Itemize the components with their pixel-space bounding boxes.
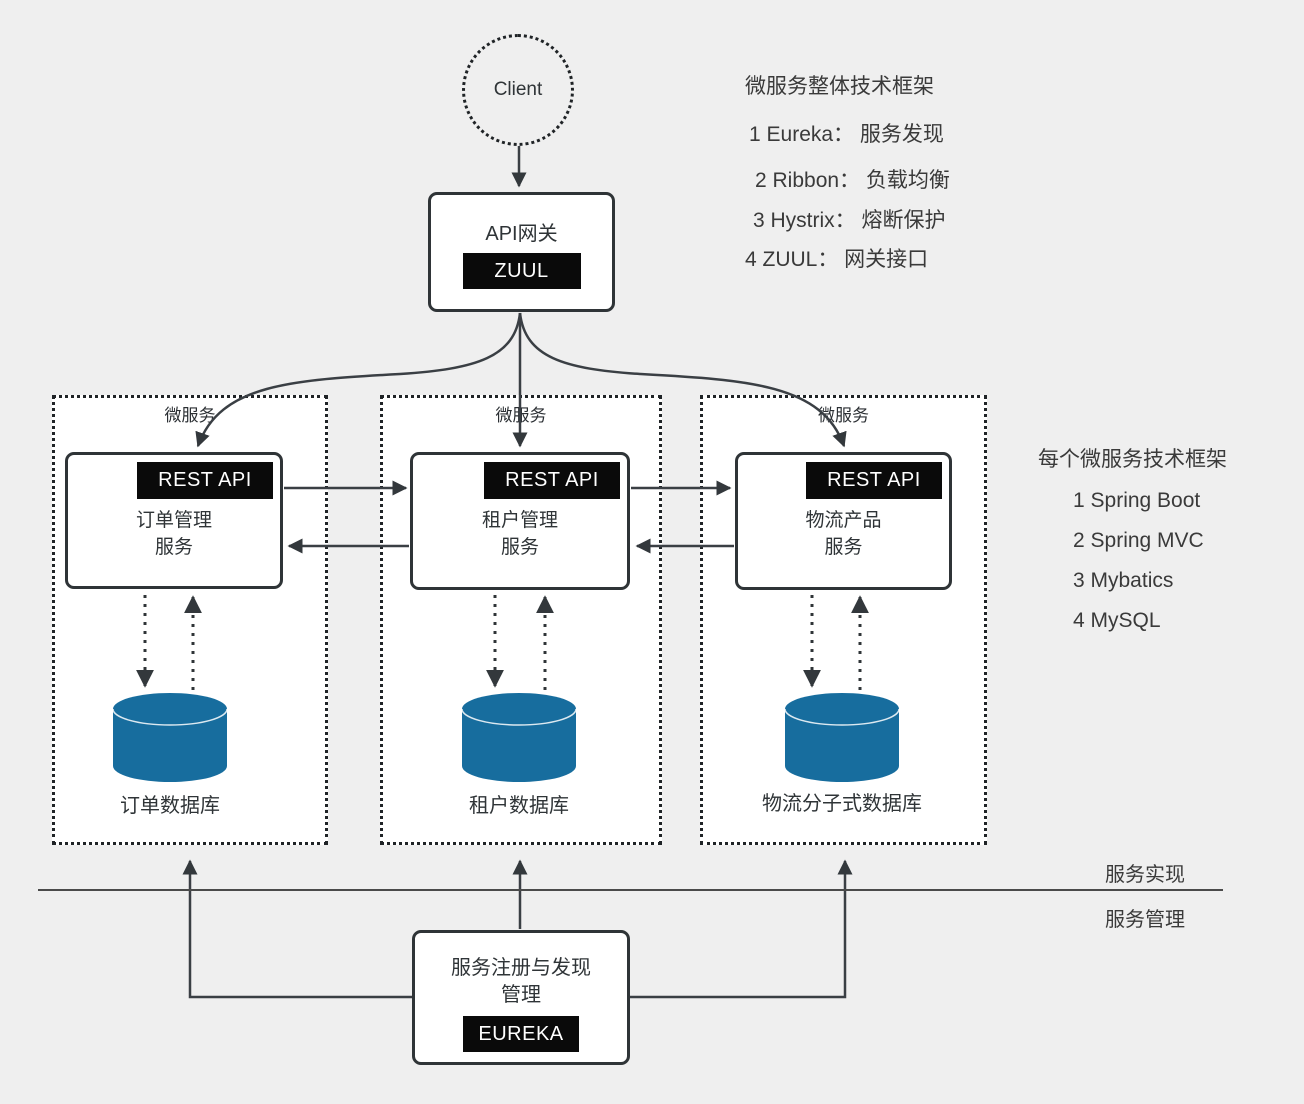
eureka-badge: EUREKA	[463, 1016, 579, 1052]
group-label: 微服务	[164, 406, 216, 425]
legend-service-title: 每个微服务技术框架	[1038, 448, 1227, 471]
legend-item-hystrix: 3 Hystrix： 熔断保护	[753, 209, 946, 232]
tenant-db-label: 租户数据库	[469, 795, 569, 817]
layer-label-service-management: 服务管理	[1105, 909, 1185, 931]
legend-item-mybatics: 3 Mybatics	[1073, 569, 1174, 592]
api-gateway-title: API网关	[485, 223, 558, 245]
legend-item-zuul: 4 ZUUL： 网关接口	[745, 248, 929, 271]
legend-item-spring-boot: 1 Spring Boot	[1073, 489, 1201, 512]
arrow-registry-to-logistics-group	[630, 859, 853, 999]
zuul-badge: ZUUL	[462, 253, 581, 289]
legend-item-spring-mvc: 2 Spring MVC	[1073, 529, 1204, 552]
rest-api-badge: REST API	[137, 462, 273, 499]
arrow-gateway-to-order-service	[195, 312, 522, 448]
registry-title-line1: 服务注册与发现	[451, 957, 591, 979]
service-name-line1: 订单管理	[135, 510, 212, 531]
service-name: 物流产品 服务	[738, 507, 949, 561]
tenant-service-node: REST API 租户管理 服务	[410, 452, 630, 590]
legend-overall-framework: 微服务整体技术框架 1 Eureka： 服务发现 2 Ribbon： 负载均衡 …	[745, 70, 1105, 280]
service-name-line2: 服务	[824, 537, 863, 558]
service-name-line2: 服务	[154, 537, 193, 558]
rest-api-badge: REST API	[806, 462, 942, 499]
arrow-registry-to-order-group	[182, 859, 412, 999]
client-label: Client	[493, 79, 543, 100]
legend-item-eureka: 1 Eureka： 服务发现	[749, 123, 944, 146]
client-node: Client	[462, 34, 574, 146]
legend-per-service-framework: 每个微服务技术框架 1 Spring Boot 2 Spring MVC 3 M…	[1038, 443, 1298, 653]
order-service-node: REST API 订单管理 服务	[65, 452, 283, 589]
service-name: 租户管理 服务	[413, 507, 627, 561]
service-name-line2: 服务	[500, 537, 539, 558]
registry-title-line2: 管理	[501, 984, 541, 1006]
order-db-label: 订单数据库	[120, 795, 220, 817]
logistics-service-node: REST API 物流产品 服务	[735, 452, 952, 590]
service-registry-node: 服务注册与发现 管理 EUREKA	[412, 930, 630, 1065]
legend-item-ribbon: 2 Ribbon： 负载均衡	[755, 169, 950, 192]
legend-overall-title: 微服务整体技术框架	[745, 75, 934, 98]
solid-arrows	[182, 146, 853, 999]
layer-label-service-implementation: 服务实现	[1105, 864, 1185, 886]
logistics-database-cylinder-icon	[784, 693, 900, 782]
service-name: 订单管理 服务	[68, 507, 280, 561]
logistics-db-label: 物流分子式数据库	[762, 793, 922, 815]
arrow-gateway-to-logistics-service	[518, 312, 847, 448]
legend-item-mysql: 4 MySQL	[1073, 609, 1161, 632]
order-database-cylinder-icon	[112, 693, 228, 782]
tenant-database-cylinder-icon	[461, 693, 577, 782]
registry-title: 服务注册与发现 管理	[415, 955, 627, 1009]
api-gateway-node: API网关 ZUUL	[428, 192, 615, 312]
service-name-line1: 物流产品	[805, 510, 882, 531]
rest-api-badge: REST API	[484, 462, 620, 499]
database-cylinders	[112, 693, 900, 782]
dotted-db-arrows	[136, 595, 869, 699]
service-name-line1: 租户管理	[481, 510, 558, 531]
